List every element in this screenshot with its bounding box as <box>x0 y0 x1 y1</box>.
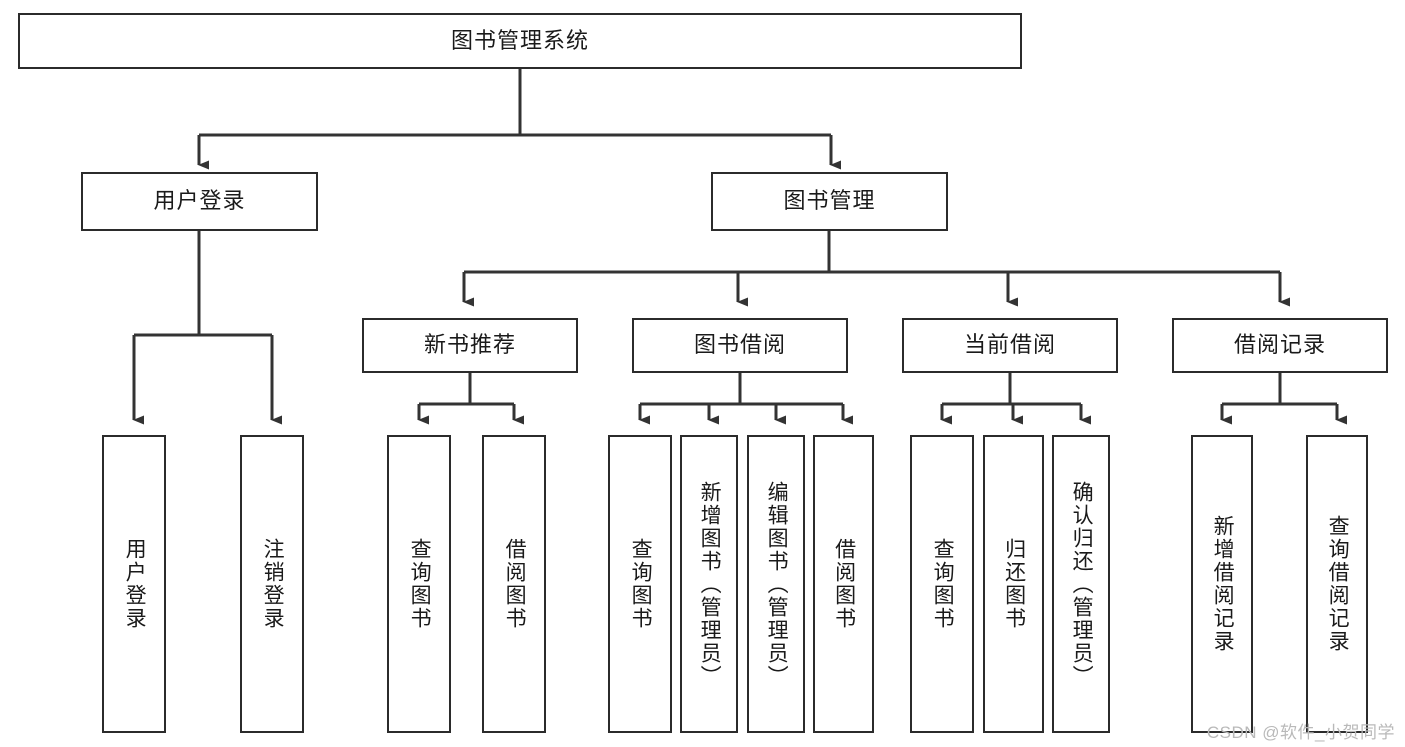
node-leaf-return-book-label: 归还图书 <box>1002 538 1026 630</box>
node-current-borrow[interactable]: 当前借阅 <box>902 318 1118 373</box>
node-leaf-logout-login-label: 注销登录 <box>261 538 285 630</box>
node-leaf-add-borrow-record[interactable]: 新增借阅记录 <box>1191 435 1253 733</box>
node-leaf-confirm-return-admin-label: 确认归还（管理员） <box>1070 480 1094 688</box>
node-leaf-user-login[interactable]: 用户登录 <box>102 435 166 733</box>
node-book-borrow-label: 图书借阅 <box>693 332 786 358</box>
node-book-manage[interactable]: 图书管理 <box>711 172 948 231</box>
node-leaf-logout-login[interactable]: 注销登录 <box>240 435 304 733</box>
node-new-book-recommend[interactable]: 新书推荐 <box>362 318 578 373</box>
node-leaf-query-book-1-label: 查询图书 <box>408 538 432 630</box>
node-leaf-return-book[interactable]: 归还图书 <box>983 435 1044 733</box>
node-current-borrow-label: 当前借阅 <box>963 332 1056 358</box>
node-leaf-edit-book-admin-label: 编辑图书（管理员） <box>765 480 789 688</box>
node-user-login[interactable]: 用户登录 <box>81 172 318 231</box>
node-book-borrow[interactable]: 图书借阅 <box>632 318 848 373</box>
node-leaf-borrow-book-1[interactable]: 借阅图书 <box>482 435 546 733</box>
node-borrow-record[interactable]: 借阅记录 <box>1172 318 1388 373</box>
node-leaf-add-borrow-record-label: 新增借阅记录 <box>1211 515 1235 653</box>
node-leaf-borrow-book-2[interactable]: 借阅图书 <box>813 435 874 733</box>
node-leaf-user-login-label: 用户登录 <box>123 538 147 630</box>
node-book-manage-label: 图书管理 <box>783 188 876 214</box>
node-root-label: 图书管理系统 <box>450 27 589 53</box>
node-leaf-query-book-3-label: 查询图书 <box>931 538 955 630</box>
node-leaf-query-book-2[interactable]: 查询图书 <box>608 435 672 733</box>
node-leaf-query-borrow-record-label: 查询借阅记录 <box>1326 515 1350 653</box>
node-leaf-query-book-2-label: 查询图书 <box>629 538 653 630</box>
node-leaf-confirm-return-admin[interactable]: 确认归还（管理员） <box>1052 435 1110 733</box>
node-leaf-add-book-admin[interactable]: 新增图书（管理员） <box>680 435 738 733</box>
node-leaf-query-borrow-record[interactable]: 查询借阅记录 <box>1306 435 1368 733</box>
node-leaf-query-book-1[interactable]: 查询图书 <box>387 435 451 733</box>
node-leaf-edit-book-admin[interactable]: 编辑图书（管理员） <box>747 435 805 733</box>
node-leaf-query-book-3[interactable]: 查询图书 <box>910 435 974 733</box>
node-user-login-label: 用户登录 <box>153 188 246 214</box>
node-leaf-add-book-admin-label: 新增图书（管理员） <box>698 480 722 688</box>
node-borrow-record-label: 借阅记录 <box>1233 332 1326 358</box>
node-leaf-borrow-book-1-label: 借阅图书 <box>503 538 527 630</box>
node-root[interactable]: 图书管理系统 <box>18 13 1022 69</box>
watermark: CSDN @软件_小贺同学 <box>1206 723 1395 742</box>
node-leaf-borrow-book-2-label: 借阅图书 <box>832 538 856 630</box>
node-new-book-recommend-label: 新书推荐 <box>423 332 516 358</box>
